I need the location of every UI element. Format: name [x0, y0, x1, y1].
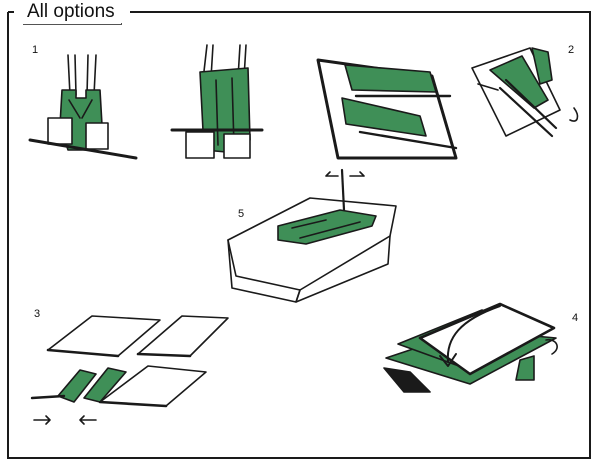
step2-illustration: [316, 47, 579, 160]
step-label: 4: [572, 312, 579, 324]
step5-illustration: [227, 168, 397, 303]
step-label: 5: [238, 208, 245, 220]
step-label: 3: [34, 308, 41, 320]
step4-illustration: [383, 302, 558, 393]
frame-border: [7, 11, 591, 459]
step-label: 1: [32, 44, 39, 56]
step-label: 2: [568, 44, 575, 56]
step3-illustration: [30, 315, 229, 425]
panel-title: All options: [23, 0, 121, 24]
step1-illustration: [28, 44, 264, 160]
